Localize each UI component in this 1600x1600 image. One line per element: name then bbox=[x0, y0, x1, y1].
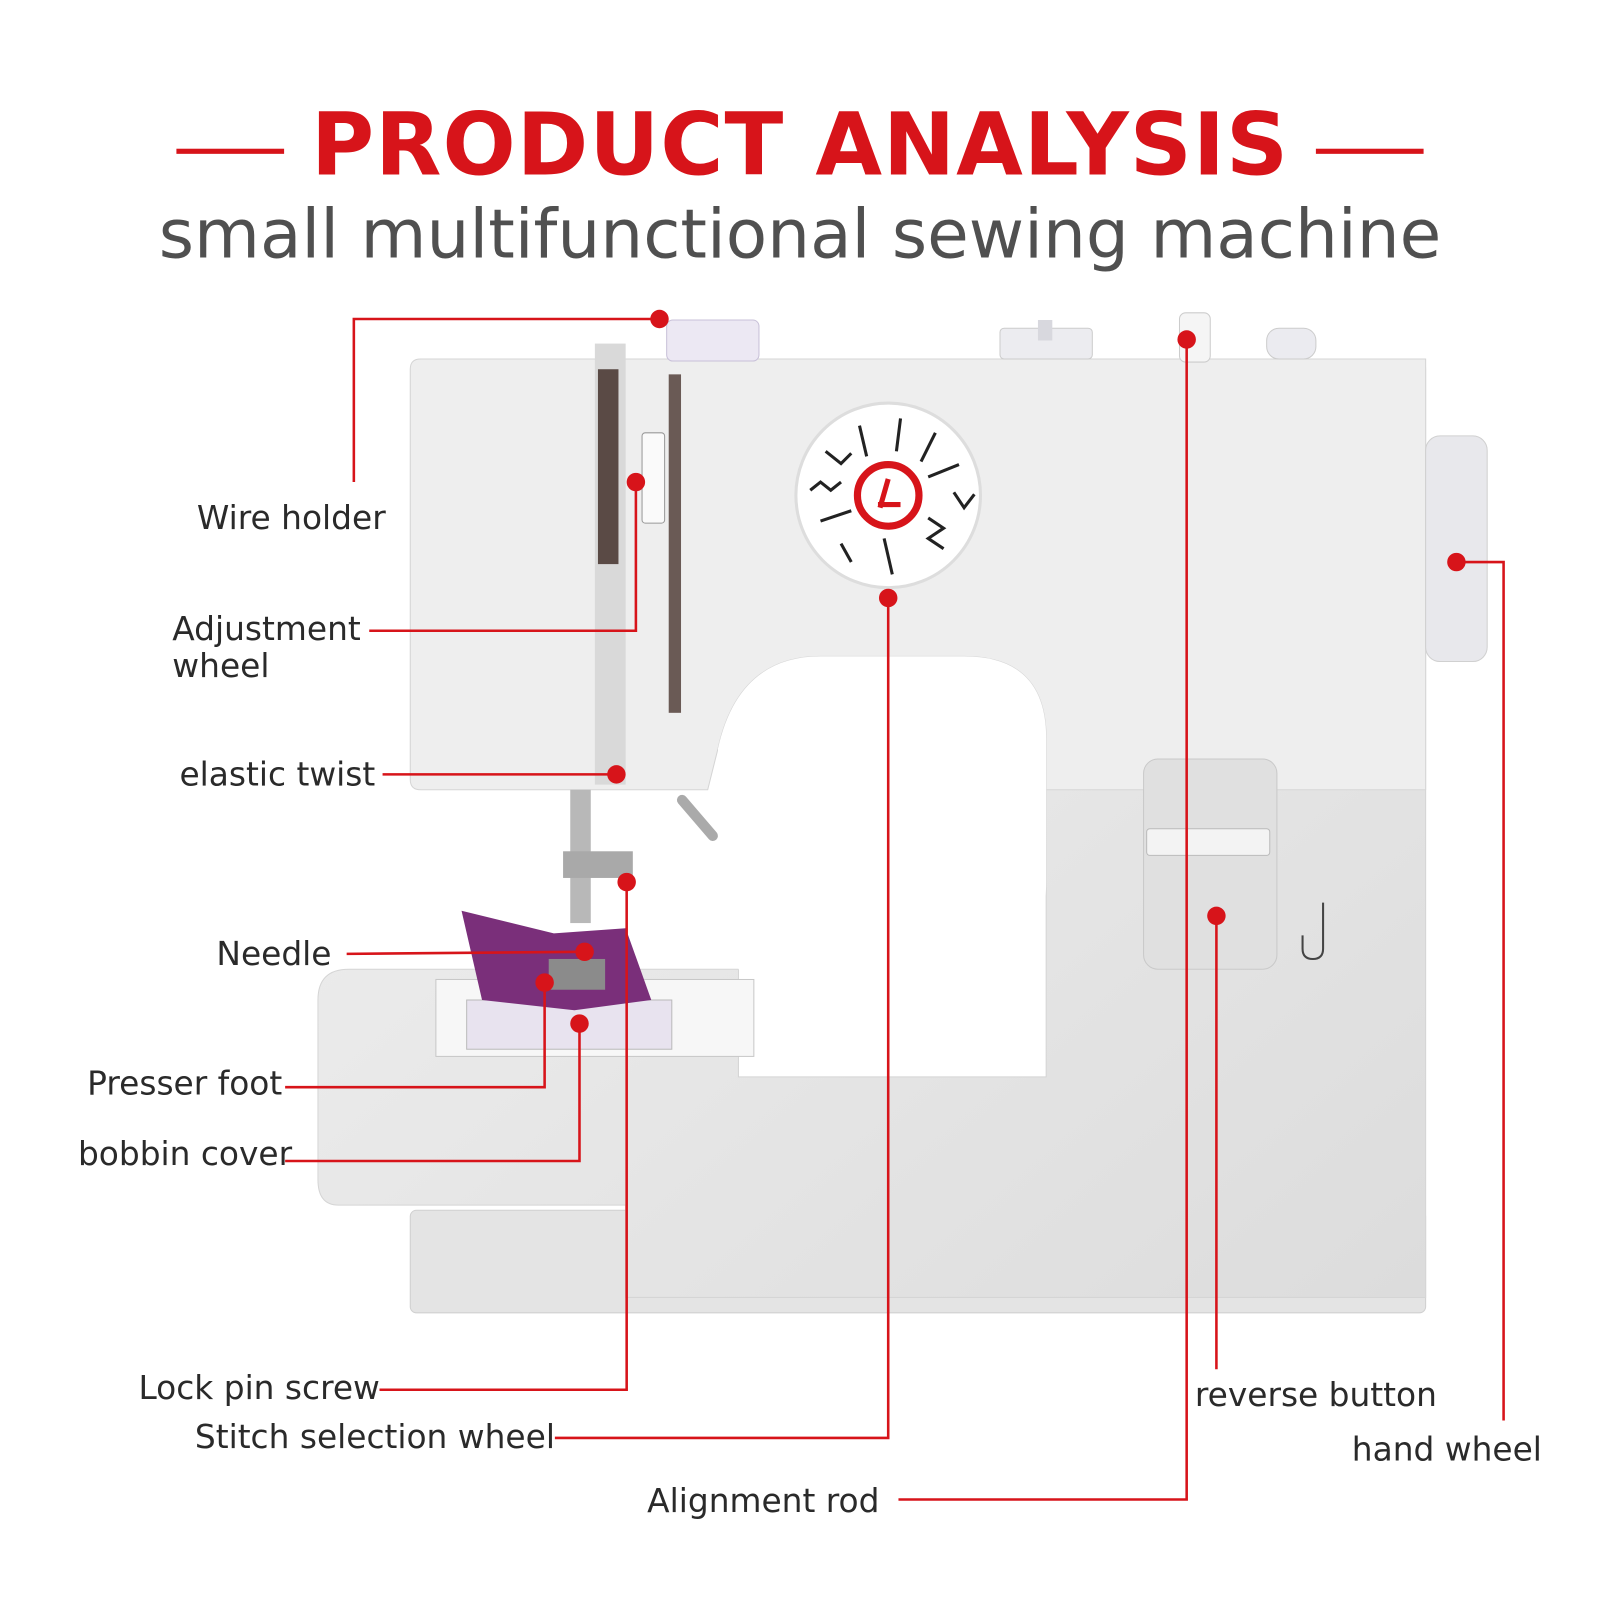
label-bobbin-cover: bobbin cover bbox=[77, 1134, 293, 1174]
wire-holder bbox=[666, 319, 760, 362]
label-presser-foot: Presser foot bbox=[87, 1063, 283, 1103]
reverse-recess bbox=[1143, 758, 1278, 970]
title-rule-right bbox=[1315, 148, 1424, 154]
label-needle: Needle bbox=[216, 934, 332, 974]
title-text: PRODUCT ANALYSIS bbox=[310, 94, 1290, 195]
reverse-lever bbox=[1146, 828, 1271, 856]
page-subtitle: small multifunctional sewing machine bbox=[158, 194, 1442, 274]
stitch-selection-dial bbox=[794, 401, 983, 590]
page-title: PRODUCT ANALYSIS bbox=[0, 94, 1600, 195]
callout-dots bbox=[535, 309, 1466, 1033]
presser-foot bbox=[548, 958, 606, 990]
label-lock-pin-screw: Lock pin screw bbox=[138, 1368, 380, 1408]
adjustment-wheel bbox=[641, 432, 666, 524]
label-elastic-twist: elastic twist bbox=[179, 754, 376, 794]
label-wire-holder: Wire holder bbox=[196, 498, 386, 538]
label-adjustment-wheel-line1: Adjustment bbox=[172, 609, 361, 649]
label-alignment-rod: Alignment rod bbox=[647, 1481, 880, 1520]
label-adjustment-wheel-line2: wheel bbox=[172, 646, 270, 686]
callout-lines bbox=[285, 317, 1505, 1501]
label-hand-wheel: hand wheel bbox=[1351, 1429, 1542, 1469]
reverse-symbol-icon bbox=[1301, 902, 1325, 960]
hand-wheel bbox=[1425, 435, 1488, 663]
title-rule-left bbox=[176, 148, 285, 154]
label-stitch-selection-wheel: Stitch selection wheel bbox=[194, 1417, 555, 1457]
label-reverse-button: reverse button bbox=[1194, 1375, 1437, 1415]
